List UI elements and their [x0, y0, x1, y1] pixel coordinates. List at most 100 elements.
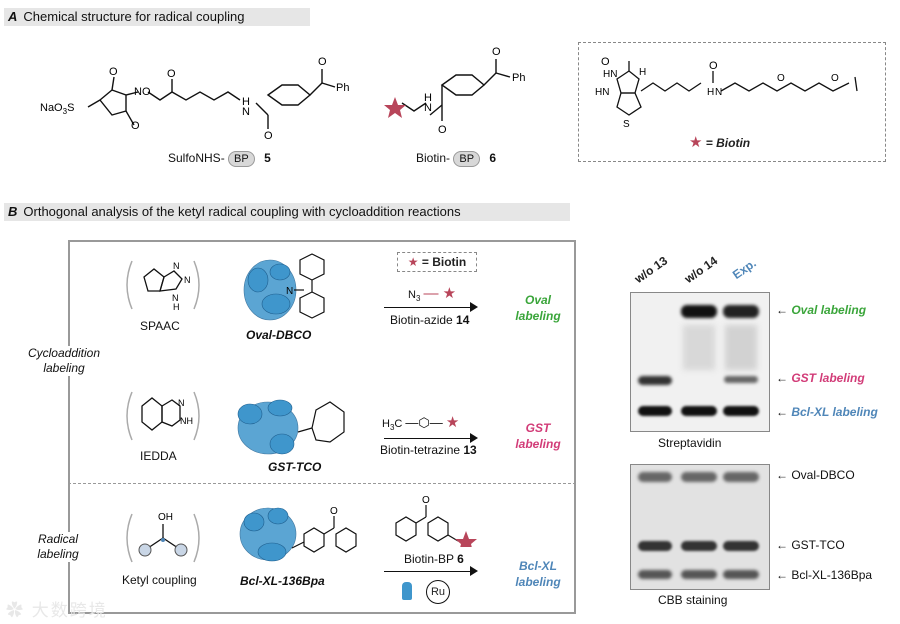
ru-catalyst-icon: Ru: [426, 580, 450, 604]
svg-text:N: N: [424, 102, 432, 114]
compound6-caption: Biotin- BP 6: [416, 151, 496, 167]
smear-lane2: [683, 325, 715, 370]
marker-gst-tco: ← GST-TCO: [776, 538, 845, 552]
biotin-structure: O HN H HN S O H N O O: [587, 51, 879, 131]
arrow-row2: [384, 438, 476, 439]
protein-gst-icon: [228, 384, 348, 464]
svg-text:O: O: [142, 86, 151, 98]
lane-label-1: w/o 13: [632, 253, 670, 286]
marker-oval-labeling: ← Oval labeling: [776, 303, 866, 317]
biotin-definition-box: O HN H HN S O H N O O ★ = Biotin: [578, 42, 886, 162]
svg-text:HN: HN: [595, 87, 609, 98]
section-b-header: B Orthogonal analysis of the ketyl radica…: [4, 203, 570, 221]
na-label: NaO: [40, 102, 63, 114]
band-bcl-lane1: [638, 406, 672, 416]
svg-text:O: O: [777, 73, 785, 84]
band-bcl-lane3: [723, 406, 759, 416]
band-gst-lane3: [724, 376, 758, 383]
arrowhead-row2-icon: [470, 433, 478, 443]
marker-gst-text: GST labeling: [791, 371, 864, 385]
band-oval-lane2: [681, 305, 717, 318]
svg-text:O: O: [422, 495, 430, 506]
svg-text:O: O: [601, 56, 610, 68]
compound6-structure: H N O O Ph: [380, 35, 560, 145]
svg-text:H: H: [707, 87, 714, 98]
section-b-letter: B: [8, 204, 17, 219]
marker-bcl-labeling: ← Bcl-XL labeling: [776, 405, 878, 419]
marker-bcl-136bpa: ← Bcl-XL-136Bpa: [776, 568, 872, 582]
band-ovaldbco-lane1: [638, 472, 672, 482]
arrow-left-icon: ←: [776, 568, 788, 582]
streptavidin-caption: Streptavidin: [658, 436, 721, 450]
biotin-key-label: = Biotin: [706, 136, 750, 150]
arrow-left-icon: ←: [776, 371, 788, 385]
protein-gst-label: GST-TCO: [268, 460, 321, 474]
smear-lane3: [725, 325, 757, 370]
reagent-row3-name: Biotin-BP: [404, 552, 457, 566]
arrow-row3: [384, 571, 476, 572]
ketyl-icon: OH: [118, 508, 208, 568]
panel-b-divider: [68, 483, 576, 484]
reagent-row1-name: Biotin-azide: [390, 313, 456, 327]
svg-text:O: O: [330, 506, 338, 517]
svg-text:H: H: [173, 302, 180, 312]
compound5-ph-label: Ph: [336, 82, 349, 94]
arrow-left-icon: ←: [776, 303, 788, 317]
svg-text:HN: HN: [603, 69, 617, 80]
marker-gst-labeling: ← GST labeling: [776, 371, 865, 385]
biotin-bp-structure: O: [392, 495, 492, 547]
band-gsttco-lane1: [638, 541, 672, 551]
protein-oval-label: Oval-DBCO: [246, 328, 311, 342]
reagent-row3: Biotin-BP 6: [404, 552, 464, 566]
watermark-text: 大数跨境: [32, 601, 108, 620]
result-gst: GST labeling: [508, 420, 568, 452]
tetrazine-ring-icon: —⬡—: [405, 415, 442, 430]
s-label: S: [67, 102, 74, 114]
result-oval: Oval labeling: [508, 292, 568, 324]
section-a-title: Chemical structure for radical coupling: [23, 9, 244, 24]
svg-text:N: N: [134, 86, 142, 98]
band-ovaldbco-lane3: [723, 472, 759, 482]
compound5-prefix: SulfoNHS-: [168, 151, 225, 165]
arrow-left-icon: ←: [776, 405, 788, 419]
svg-text:O: O: [264, 130, 273, 142]
cbb-caption: CBB staining: [658, 593, 727, 607]
band-gst-lane1: [638, 376, 672, 385]
light-bulb-icon: [402, 582, 412, 600]
watermark-logo-icon: ✿: [6, 601, 25, 620]
band-gsttco-lane3: [723, 541, 759, 551]
arrow-left-icon: ←: [776, 538, 788, 552]
protein-oval-icon: N: [238, 250, 328, 330]
svg-text:N: N: [178, 398, 185, 408]
compound6-prefix: Biotin-: [416, 151, 450, 165]
marker-bcl-136bpa-text: Bcl-XL-136Bpa: [791, 568, 872, 582]
section-b-title: Orthogonal analysis of the ketyl radical…: [23, 204, 460, 219]
band-bcl-lane2: [681, 406, 717, 416]
oh-label: OH: [158, 512, 173, 523]
svg-text:N: N: [184, 275, 191, 285]
band-bcl136-lane2: [681, 570, 717, 579]
compound5-caption: SulfoNHS- BP 5: [168, 151, 271, 167]
azide-sub: 3: [416, 294, 420, 303]
compound6-ph-label: Ph: [512, 72, 525, 84]
protein-bcl-label: Bcl-XL-136Bpa: [240, 574, 325, 588]
compound5-bp-tag: BP: [228, 151, 255, 167]
marker-oval-dbco: ← Oval-DBCO: [776, 468, 855, 482]
band-bcl136-lane1: [638, 570, 672, 579]
svg-text:O: O: [131, 120, 140, 132]
biotin-key: ★ = Biotin: [689, 133, 750, 151]
azide-n: N: [408, 289, 416, 301]
svg-text:NaO3S: NaO3S: [40, 102, 74, 116]
marker-oval-text: Oval labeling: [791, 303, 866, 317]
compound6-number: 6: [489, 151, 496, 165]
result-bcl: Bcl-XL labeling: [508, 558, 568, 590]
pyridazine-icon: N NH: [118, 386, 208, 446]
svg-text:N: N: [173, 261, 180, 271]
reaction-iedda: IEDDA: [140, 449, 177, 463]
watermark: ✿ 大数跨境: [6, 596, 108, 621]
reagent-row3-number: 6: [457, 552, 464, 566]
biotin-legend-label: = Biotin: [422, 255, 466, 269]
svg-text:N: N: [715, 87, 722, 98]
marker-gst-tco-text: GST-TCO: [791, 538, 844, 552]
star-icon: ★: [689, 134, 702, 151]
